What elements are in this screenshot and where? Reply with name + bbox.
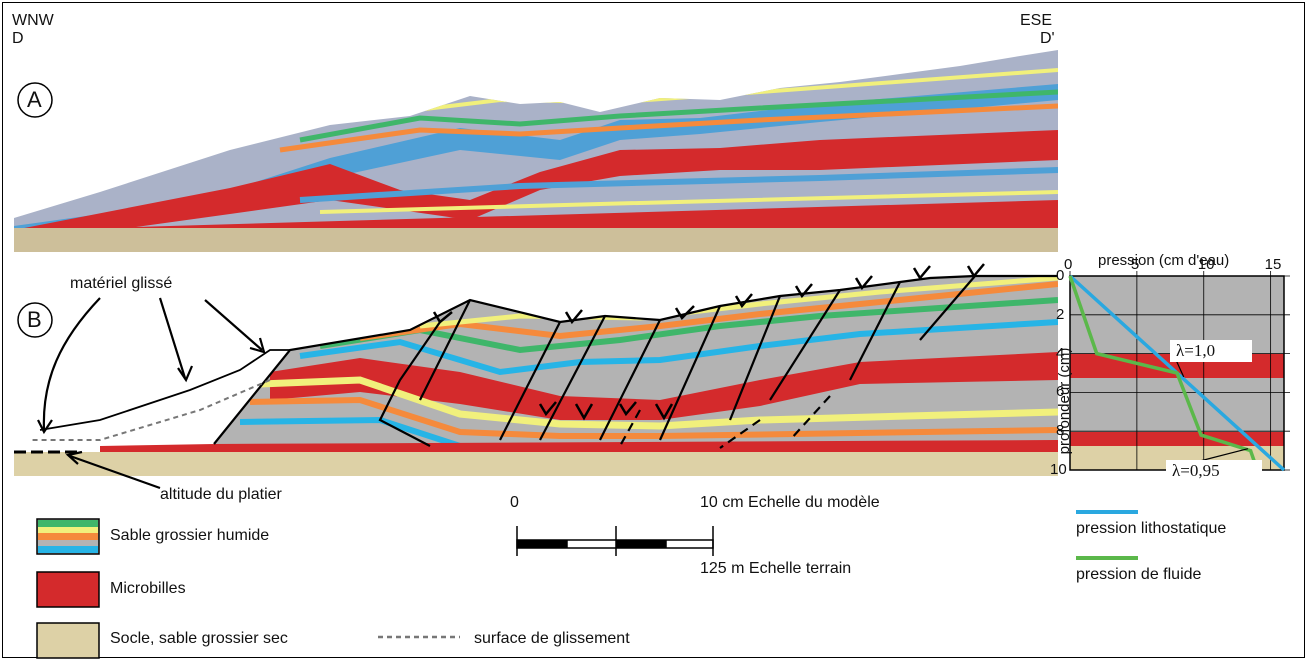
legend-litho-label: pression lithostatique [1076, 520, 1227, 537]
photo-model-section [14, 50, 1058, 252]
x-tick-label: 15 [1264, 256, 1282, 273]
chart-title: pression (cm d'eau) [1098, 252, 1230, 269]
panel-a-label: A [27, 87, 42, 112]
scale-bar [516, 526, 714, 556]
panel-b-label: B [27, 307, 42, 332]
scale-model-label: 10 cm Echelle du modèle [700, 494, 880, 511]
legend-microbeads-swatch [36, 571, 100, 608]
y-tick-label: 8 [1056, 422, 1065, 440]
direction-ese: ESE [1020, 12, 1053, 29]
legend-fluid-label: pression de fluide [1076, 566, 1202, 583]
panel-b-circle [17, 302, 53, 338]
y-tick-label: 4 [1056, 344, 1065, 362]
point-d: D [12, 30, 24, 47]
annotation-slid-material: matériel glissé [70, 275, 173, 292]
annotation-platform-level: altitude du platier [160, 486, 282, 503]
slip-surface-line [30, 379, 271, 441]
legend-basement-swatch [36, 622, 100, 659]
annotation-arrows [37, 297, 266, 490]
model-section-b [214, 276, 1058, 452]
y-tick-label: 10 [1050, 461, 1067, 478]
legend-microbeads-label: Microbilles [110, 580, 186, 597]
y-tick-label: 2 [1056, 305, 1065, 323]
x-tick-label: 0 [1064, 256, 1073, 273]
y-tick-label: 6 [1056, 383, 1065, 401]
lambda-bottom-pointer [1195, 448, 1249, 463]
legend-wet-sand-swatch [36, 518, 100, 555]
scale-field-label: 125 m Echelle terrain [700, 560, 852, 577]
fault-lines [378, 275, 976, 449]
lambda-top-pointer [1175, 359, 1185, 378]
pressure-chart [1068, 271, 1290, 560]
x-tick-label: 5 [1130, 256, 1140, 273]
panel-a-circle [17, 82, 53, 118]
scale-zero: 0 [510, 494, 519, 511]
legend-basement-label: Socle, sable grossier sec [110, 630, 288, 647]
lambda-bottom-label: λ=0,95 [1172, 461, 1220, 480]
fluid-pressure-line [1068, 275, 1259, 471]
y-tick-label: 0 [1056, 267, 1065, 284]
point-d-prime: D' [1040, 30, 1055, 47]
legend-slip-surface-label: surface de glissement [474, 630, 630, 647]
direction-wnw: WNW [12, 12, 54, 29]
legend-wet-sand-label: Sable grossier humide [110, 527, 270, 544]
lambda-top-label: λ=1,0 [1176, 341, 1216, 360]
x-tick-label: 10 [1197, 256, 1215, 273]
fault-arrows [432, 263, 985, 421]
